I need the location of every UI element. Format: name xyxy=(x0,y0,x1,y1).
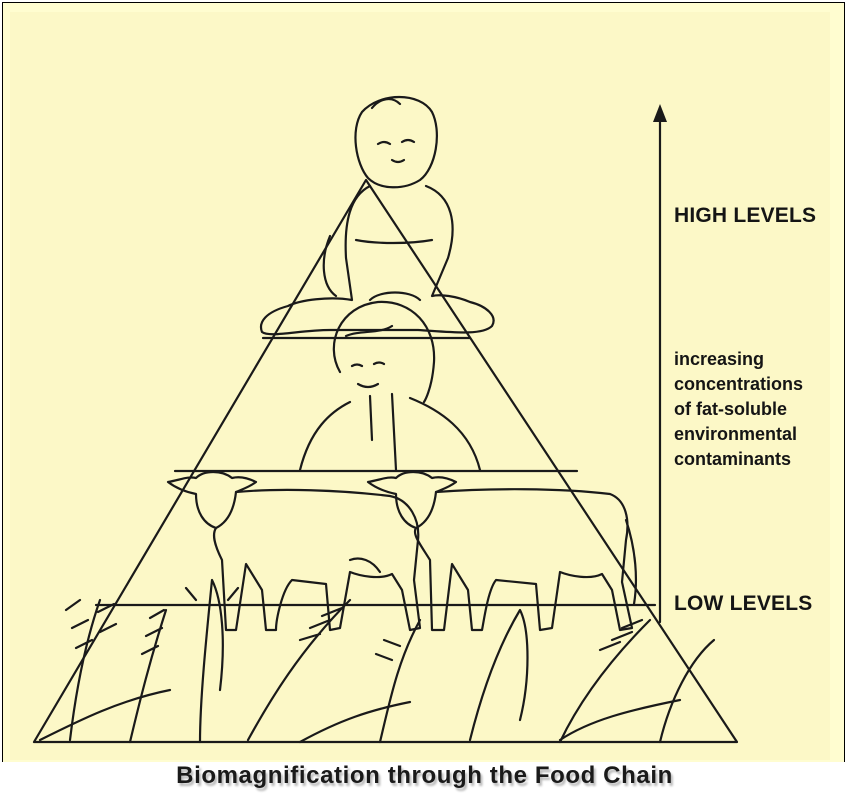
cow-left xyxy=(168,472,420,630)
annotation-line: concentrations xyxy=(674,372,803,397)
annotation-line: environmental xyxy=(674,422,803,447)
cow-right xyxy=(368,472,636,630)
arrow-head-icon xyxy=(653,104,667,122)
annotation-line: of fat-soluble xyxy=(674,397,803,422)
adult-figure xyxy=(300,302,480,470)
annotation-line: contaminants xyxy=(674,447,803,472)
diagram-caption: Biomagnification through the Food Chain xyxy=(0,762,849,790)
annotation-line: increasing xyxy=(674,347,803,372)
increasing-concentrations-label: increasing concentrations of fat-soluble… xyxy=(674,347,803,472)
high-levels-label: HIGH LEVELS xyxy=(674,204,816,228)
low-levels-label: LOW LEVELS xyxy=(674,592,813,616)
